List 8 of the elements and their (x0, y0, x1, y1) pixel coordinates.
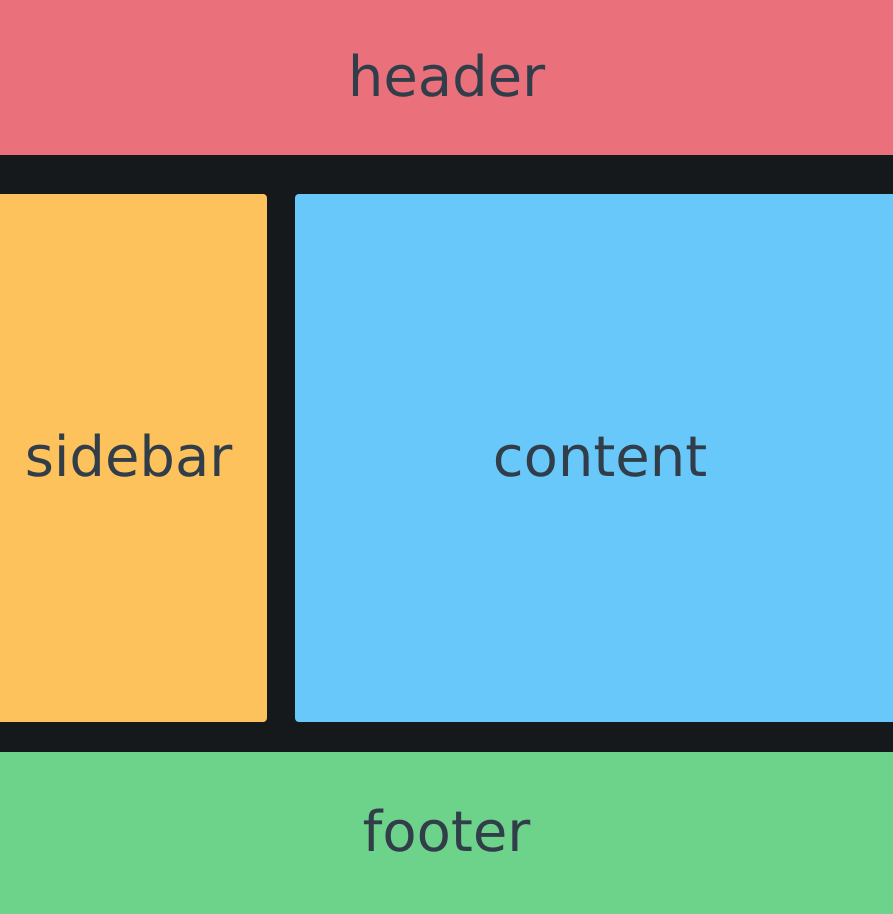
panel-label: footer (362, 805, 530, 861)
panel-label: header (348, 50, 546, 106)
header-panel (0, 0, 893, 155)
content-panel (295, 194, 893, 722)
panel-label: content (492, 430, 708, 486)
sidebar-panel (0, 194, 267, 722)
footer-panel (0, 752, 893, 914)
panel-label: sidebar (24, 430, 232, 486)
